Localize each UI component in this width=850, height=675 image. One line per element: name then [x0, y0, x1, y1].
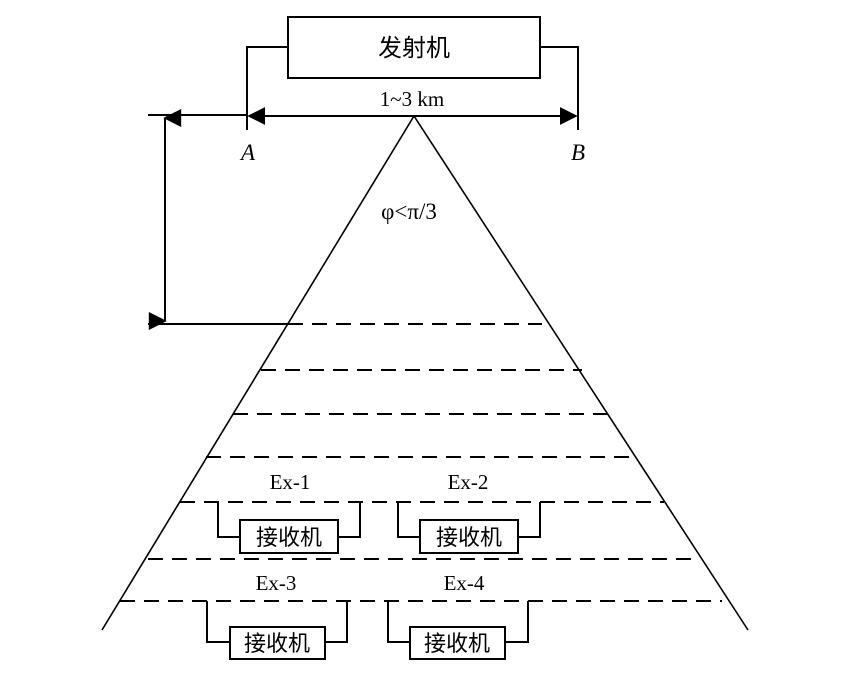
- sector-left-edge: [101, 115, 415, 631]
- receiver-ex-1-label: 接收机: [256, 526, 322, 551]
- sector-right-edge: [413, 115, 749, 631]
- span-label: 1~3 km: [380, 87, 444, 111]
- receiver-ex-3-box: [229, 626, 326, 660]
- receiver-ex-1: Ex-1 接收机: [217, 470, 361, 554]
- receiver-ex-1-id: Ex-1: [270, 470, 311, 494]
- receiver-ex-3-id: Ex-3: [256, 571, 297, 595]
- survey-lines: [120, 323, 722, 602]
- receiver-ex-1-wire: [217, 502, 240, 538]
- transmitter-box: [287, 16, 541, 79]
- wire-to-a: [246, 46, 288, 130]
- receiver-ex-4-id: Ex-4: [444, 571, 485, 595]
- receiver-ex-4: Ex-4 接收机: [387, 571, 529, 660]
- receiver-ex-3-wire: [325, 601, 348, 643]
- receiver-ex-2: Ex-2 接收机: [397, 470, 541, 554]
- angle-label: φ<π/3: [381, 199, 437, 224]
- receiver-ex-4-box: [409, 626, 506, 660]
- wire-to-b: [540, 46, 579, 130]
- receiver-ex-2-label: 接收机: [436, 526, 502, 551]
- receiver-ex-3-label: 接收机: [244, 632, 310, 657]
- electrode-b-label: B: [571, 140, 585, 165]
- receiver-ex-2-id: Ex-2: [448, 470, 489, 494]
- receiver-ex-3: Ex-3 接收机: [206, 571, 348, 660]
- receiver-ex-2-box: [419, 519, 519, 554]
- receiver-ex-4-label: 接收机: [424, 632, 490, 657]
- receiver-ex-1-box: [239, 519, 339, 554]
- receiver-ex-1-wire: [338, 502, 361, 538]
- electrode-a-label: A: [239, 140, 256, 165]
- transmitter-label: 发射机: [378, 34, 450, 62]
- receiver-ex-4-wire: [387, 601, 410, 643]
- receiver-ex-4-wire: [505, 601, 529, 643]
- receiver-ex-3-wire: [206, 601, 230, 643]
- receiver-ex-2-wire: [397, 502, 420, 538]
- receiver-ex-2-wire: [518, 502, 541, 538]
